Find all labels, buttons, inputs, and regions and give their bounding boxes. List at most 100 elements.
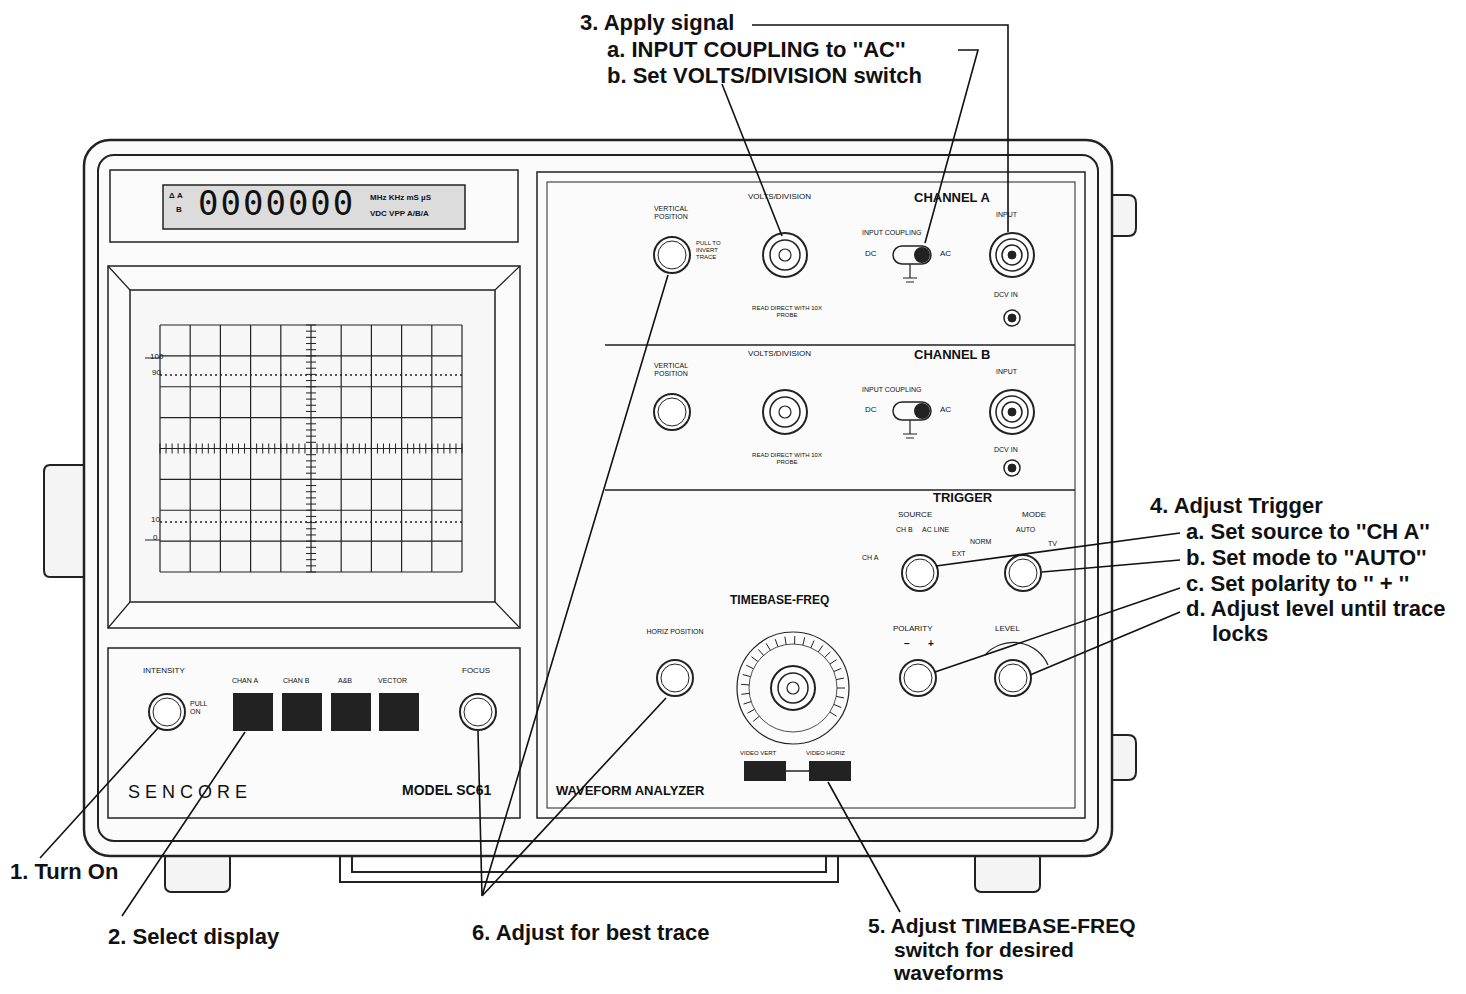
panel-label: WAVEFORM ANALYZER: [556, 784, 704, 799]
knob: [654, 237, 690, 273]
knob: [763, 233, 807, 277]
graticule-line: [401, 444, 402, 454]
knob: [1008, 251, 1016, 259]
knob: [1008, 408, 1016, 416]
knob: [658, 398, 686, 426]
graticule-line: [803, 637, 805, 645]
callout-text: a. INPUT COUPLING to ''AC'': [607, 37, 905, 62]
graticule-line: [160, 355, 462, 356]
graticule-line: [461, 325, 462, 572]
graticule-line: [306, 423, 316, 424]
graticule-line: [160, 444, 161, 454]
graticule-line: [306, 528, 316, 529]
graticule-line: [365, 444, 366, 454]
graticule-line: [268, 444, 269, 454]
graticule-line: [306, 405, 316, 406]
graticule-line: [306, 436, 316, 437]
graticule-line: [280, 325, 281, 572]
graticule-line: [306, 541, 316, 542]
graticule-line: [341, 444, 342, 454]
panel-label: CHAN B: [283, 677, 309, 685]
panel-label: 0000000: [198, 186, 355, 220]
graticule-line: [311, 444, 312, 454]
graticule-line: [431, 444, 432, 454]
graticule-line: [743, 675, 751, 677]
graticule-line: [306, 565, 316, 566]
graticule-line: [196, 444, 197, 454]
knob: [149, 694, 185, 730]
graticule-line: [304, 444, 305, 454]
panel-label: HORIZ POSITION: [646, 628, 704, 636]
graticule-line: [811, 640, 814, 647]
graticule-line: [347, 444, 348, 454]
knob: [658, 241, 686, 269]
graticule-line: [160, 374, 462, 376]
graticule-line: [741, 684, 749, 686]
graticule-line: [462, 444, 463, 454]
graticule-line: [298, 444, 299, 454]
graticule-line: [160, 510, 462, 511]
panel-label: LEVEL: [995, 624, 1020, 633]
graticule-line: [159, 325, 160, 572]
knob: [771, 666, 815, 710]
knob: [1005, 555, 1041, 591]
graticule-line: [160, 521, 462, 523]
callout-text: b. Set VOLTS/DIVISION switch: [607, 63, 922, 88]
graticule-line: [306, 454, 316, 455]
graticule-line: [214, 444, 215, 454]
panel-label: READ DIRECT WITH 10X PROBE: [752, 452, 822, 466]
panel-label: B: [176, 205, 182, 214]
knob: [990, 390, 1034, 434]
panel-label: VIDEO VERT: [740, 750, 776, 757]
knob: [996, 239, 1028, 271]
graticule-line: [306, 497, 316, 498]
graticule-line: [744, 702, 752, 704]
graticule-line: [834, 669, 841, 672]
graticule-line: [220, 444, 221, 454]
knob: [654, 394, 690, 430]
knob: [464, 698, 492, 726]
graticule-line: [431, 325, 432, 572]
panel-label: DCV IN: [994, 446, 1018, 454]
panel-label: TV: [1048, 540, 1057, 548]
graticule-line: [306, 516, 316, 517]
graticule-line: [306, 491, 316, 492]
graticule-line: [455, 444, 456, 454]
graticule-line: [746, 665, 753, 669]
knob: [1002, 402, 1022, 422]
graticule-line: [202, 444, 203, 454]
panel-label: EXT: [952, 550, 966, 558]
graticule-line: [425, 444, 426, 454]
knob: [778, 673, 808, 703]
graticule-line: [306, 331, 316, 332]
graticule-line: [306, 460, 316, 461]
graticule-line: [449, 444, 450, 454]
knob: [996, 396, 1028, 428]
panel-label: READ DIRECT WITH 10X PROBE: [752, 305, 822, 319]
knob: [779, 406, 791, 418]
graticule-line: [244, 444, 245, 454]
graticule-line: [837, 688, 845, 689]
panel-label: FOCUS: [462, 666, 490, 675]
callout-text: 3. Apply signal: [580, 10, 734, 35]
knob: [902, 555, 938, 591]
panel-label: MODEL SC61: [402, 782, 491, 798]
graticule-line: [306, 380, 316, 381]
graticule-line: [359, 444, 360, 454]
knob: [995, 660, 1031, 696]
panel-label: DC: [865, 405, 877, 414]
panel-label: PULL ON: [190, 700, 214, 716]
graticule-line: [371, 325, 372, 572]
graticule-line: [160, 541, 462, 542]
graticule-line: [306, 504, 316, 505]
panel-label: CHAN A: [232, 677, 258, 685]
graticule-line: [208, 444, 209, 454]
graticule-line: [443, 444, 444, 454]
panel-label: VECTOR: [378, 677, 407, 685]
graticule-line: [395, 444, 396, 454]
panel-label: TIMEBASE-FREQ: [730, 594, 829, 608]
knob: [1002, 245, 1022, 265]
graticule-line: [836, 696, 844, 698]
graticule-line: [274, 444, 275, 454]
